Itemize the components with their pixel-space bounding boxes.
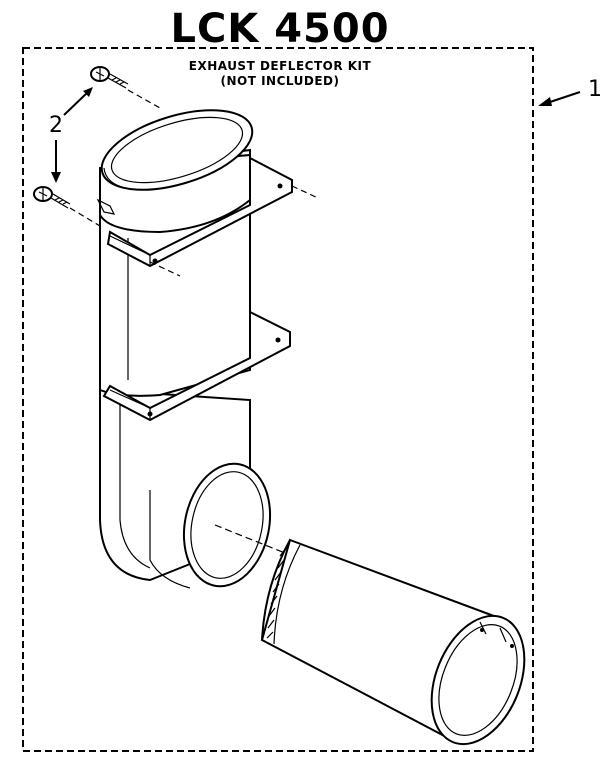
- callout-2: 2: [49, 113, 63, 138]
- exhaust-pipe: [260, 538, 526, 746]
- kit-note: (NOT INCLUDED): [220, 74, 340, 88]
- callout-1: 1: [588, 77, 602, 102]
- exhaust-deflector-hood: [96, 109, 319, 589]
- callout-1-arrow: [538, 91, 581, 106]
- kit-name: EXHAUST DEFLECTOR KIT: [188, 59, 372, 73]
- screw-lower: [33, 186, 101, 227]
- screw-upper: [90, 66, 161, 109]
- model-title: LCK 4500: [170, 6, 390, 52]
- kit-boundary-box: [22, 47, 534, 752]
- callout-2-arrows: [51, 87, 93, 183]
